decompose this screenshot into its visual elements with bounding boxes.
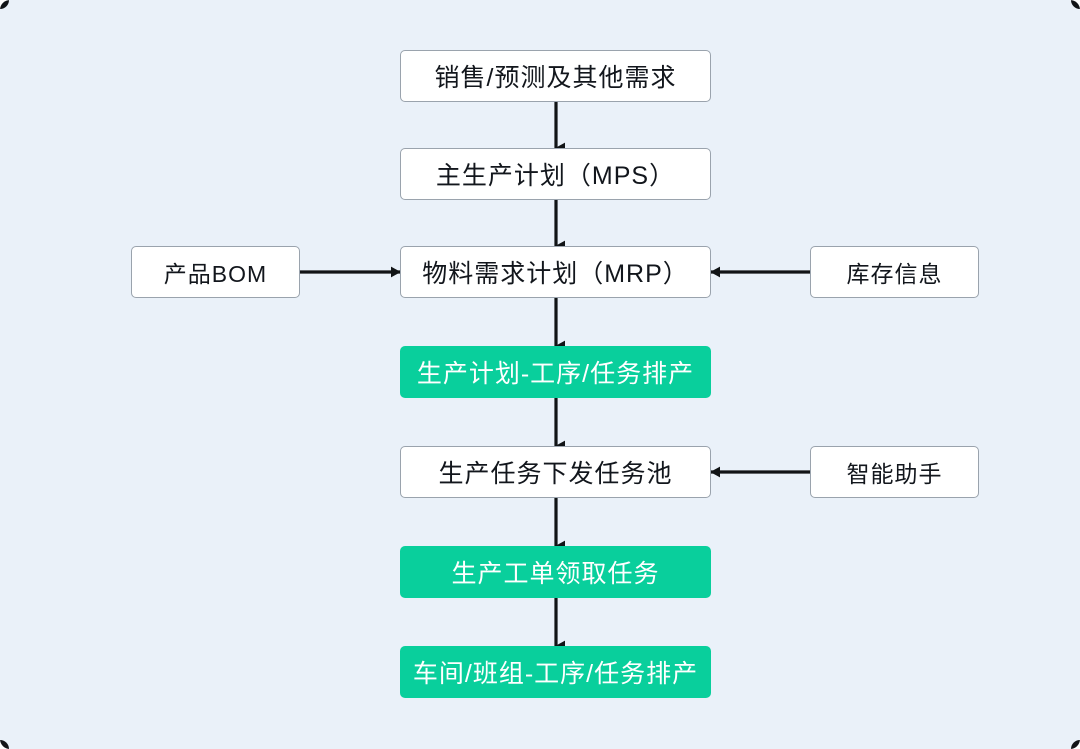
node-smart-assistant[interactable]: 智能助手 xyxy=(810,446,979,498)
node-workshop-plan[interactable]: 车间/班组-工序/任务排产 xyxy=(400,646,711,698)
node-product-bom[interactable]: 产品BOM xyxy=(131,246,300,298)
page-corner-top-left xyxy=(0,0,9,9)
node-workshop-plan-label: 车间/班组-工序/任务排产 xyxy=(412,660,699,688)
node-inventory[interactable]: 库存信息 xyxy=(810,246,979,298)
node-product-bom-label: 产品BOM xyxy=(163,261,268,287)
node-work-order[interactable]: 生产工单领取任务 xyxy=(400,546,711,598)
node-mps-label: 主生产计划（MPS） xyxy=(435,162,676,190)
node-demand-label: 销售/预测及其他需求 xyxy=(434,64,677,92)
node-work-order-label: 生产工单领取任务 xyxy=(451,560,660,588)
node-demand[interactable]: 销售/预测及其他需求 xyxy=(400,50,711,102)
node-mrp-label: 物料需求计划（MRP） xyxy=(422,260,689,288)
page-corner-top-right xyxy=(1071,0,1080,9)
node-production-plan-label: 生产计划-工序/任务排产 xyxy=(416,360,695,388)
node-smart-assistant-label: 智能助手 xyxy=(846,461,943,487)
node-mps[interactable]: 主生产计划（MPS） xyxy=(400,148,711,200)
page-corner-bottom-right xyxy=(1071,740,1080,749)
page-corner-bottom-left xyxy=(0,740,9,749)
node-task-pool[interactable]: 生产任务下发任务池 xyxy=(400,446,711,498)
node-task-pool-label: 生产任务下发任务池 xyxy=(438,460,673,488)
node-production-plan[interactable]: 生产计划-工序/任务排产 xyxy=(400,346,711,398)
node-inventory-label: 库存信息 xyxy=(846,261,943,287)
node-mrp[interactable]: 物料需求计划（MRP） xyxy=(400,246,711,298)
